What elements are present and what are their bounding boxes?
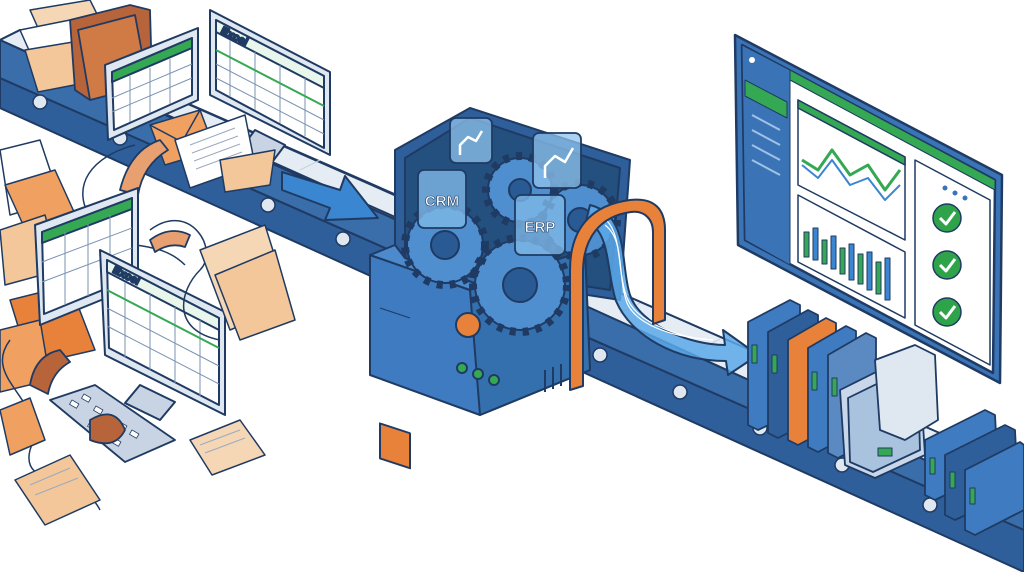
robot-arm-icon <box>458 130 484 155</box>
telephone-icon-mid <box>149 230 191 253</box>
crm-card: CRM <box>417 169 467 229</box>
bar-chart-panel <box>797 194 906 319</box>
machine-frame <box>569 198 666 391</box>
checkmark-icon-3 <box>932 297 962 327</box>
paper-sheet <box>174 114 276 193</box>
binder-icon-right <box>924 409 1024 536</box>
status-check-panel <box>914 159 991 366</box>
crm-label: CRM <box>425 193 459 210</box>
checkmark-icon-2 <box>932 250 962 280</box>
arrow-right-icon <box>281 171 379 221</box>
excel-monitor-middle <box>104 27 199 141</box>
erp-card: ERP <box>514 194 566 256</box>
line-chart-panel <box>797 99 906 241</box>
robot-arm-icon-2 <box>543 147 575 178</box>
excel-monitor-top: Excel <box>209 9 331 166</box>
erp-label: ERP <box>525 219 556 236</box>
scattered-papers <box>0 224 296 526</box>
excel-monitor-bottom: Excel <box>99 249 226 421</box>
robot-arm-card <box>449 117 493 164</box>
checkmark-icon <box>932 203 962 233</box>
robot-arm-card-2 <box>532 132 582 189</box>
